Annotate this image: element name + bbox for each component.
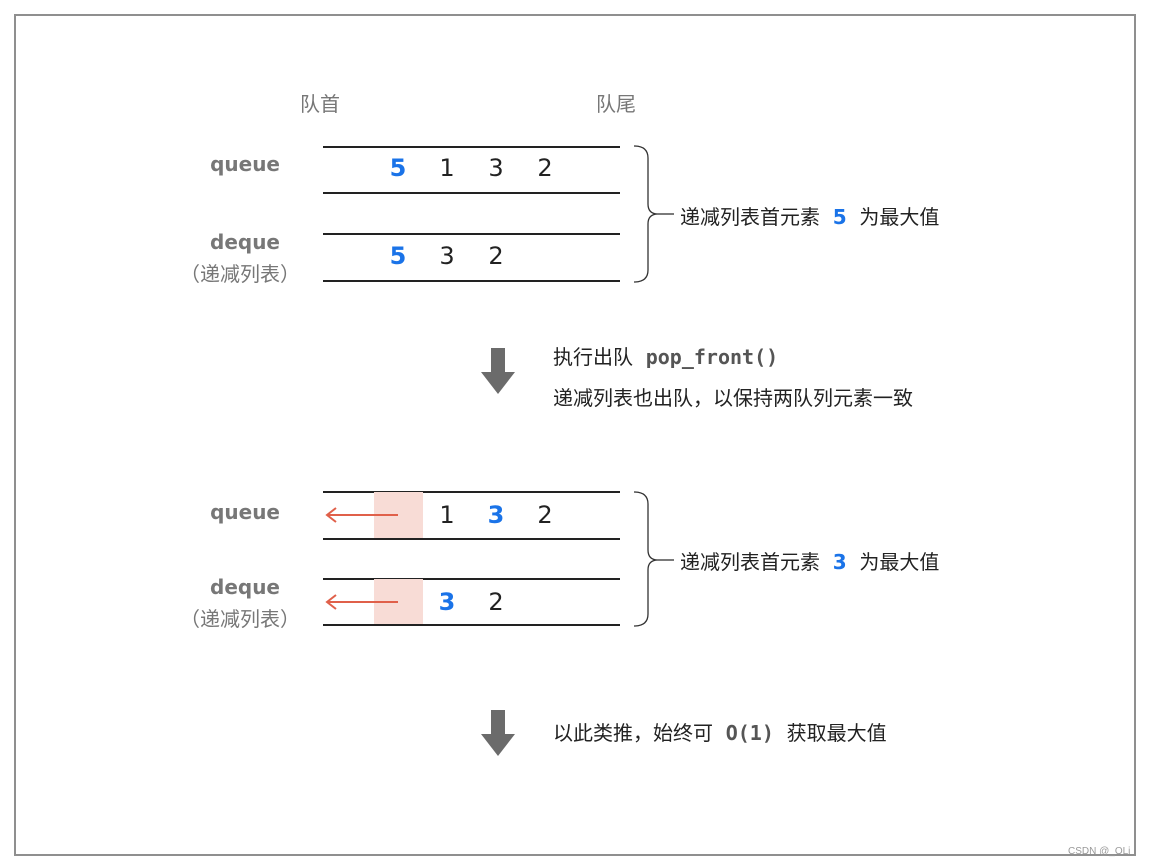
- deque-cell: 3: [438, 588, 456, 616]
- stage2-note-value: 3: [832, 550, 847, 574]
- deque-label: deque: [210, 575, 280, 599]
- queue-bottom-line: [323, 538, 620, 540]
- front-header: 队首: [300, 92, 340, 116]
- brace-icon: [633, 491, 674, 627]
- step1-line1: 执行出队 pop_front(): [553, 345, 779, 369]
- queue-cell: 1: [439, 501, 455, 529]
- watermark: CSDN @_OLi: [1068, 846, 1131, 857]
- deque-cell: 3: [439, 242, 455, 270]
- left-arrow-icon: [325, 507, 398, 523]
- down-arrow-icon: [481, 348, 515, 394]
- deque-bottom-line: [323, 624, 620, 626]
- diagram-frame: [14, 14, 1136, 856]
- deque-cell: 5: [389, 242, 407, 270]
- complexity-code: O(1): [725, 721, 774, 745]
- queue-label: queue: [210, 500, 280, 524]
- left-arrow-icon: [325, 594, 398, 610]
- down-arrow-icon: [481, 710, 515, 756]
- deque-label: deque: [210, 230, 280, 254]
- queue-top-line: [323, 146, 620, 148]
- step1-line2: 递减列表也出队，以保持两队列元素一致: [553, 386, 913, 410]
- queue-cell: 5: [389, 154, 407, 182]
- deque-sub-label: （递减列表）: [180, 262, 300, 286]
- brace-icon: [633, 145, 674, 283]
- queue-label: queue: [210, 152, 280, 176]
- pop-front-code: pop_front(): [645, 345, 779, 369]
- stage1-note: 递减列表首元素 5 为最大值: [680, 205, 940, 229]
- queue-cell: 3: [487, 501, 505, 529]
- queue-cell: 1: [439, 154, 455, 182]
- deque-cell: 2: [488, 242, 504, 270]
- deque-cell: 2: [488, 588, 504, 616]
- queue-cell: 3: [488, 154, 504, 182]
- deque-bottom-line: [323, 280, 620, 282]
- deque-sub-label: （递减列表）: [180, 607, 300, 631]
- queue-cell: 2: [537, 154, 553, 182]
- stage2-note: 递减列表首元素 3 为最大值: [680, 550, 940, 574]
- rear-header: 队尾: [596, 92, 636, 116]
- queue-bottom-line: [323, 192, 620, 194]
- queue-top-line: [323, 491, 620, 493]
- deque-top-line: [323, 578, 620, 580]
- deque-top-line: [323, 233, 620, 235]
- stage1-note-value: 5: [832, 205, 847, 229]
- queue-cell: 2: [537, 501, 553, 529]
- step2-text: 以此类推，始终可 O(1) 获取最大值: [553, 721, 887, 745]
